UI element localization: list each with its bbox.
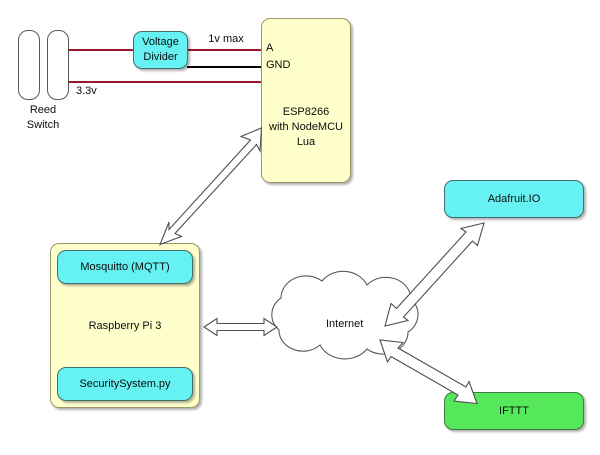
arrow-esp8266-to-raspberry-pi	[159, 127, 263, 246]
adafruit-io-label: Adafruit.IO	[487, 192, 541, 205]
wire-divider-to-esp-a	[187, 49, 262, 51]
esp8266-pin-gnd-label: GND	[266, 59, 291, 71]
arrow-internet-to-adafruit-io	[384, 222, 485, 327]
adafruit-io-node[interactable]: Adafruit.IO	[444, 180, 584, 218]
wire-reed-to-esp-3v3	[69, 81, 262, 83]
voltage-divider-label: Voltage Divider	[142, 36, 179, 63]
security-system-py-node[interactable]: SecuritySystem.py	[57, 367, 193, 401]
wire-label-1v-max: 1v max	[208, 33, 244, 45]
esp8266-node[interactable]: ESP8266 with NodeMCU Lua	[261, 18, 351, 183]
reed-switch-label: Reed Switch	[26, 104, 60, 131]
security-system-py-label: SecuritySystem.py	[79, 377, 171, 390]
wire-label-3v3: 3.3v	[76, 85, 97, 97]
mosquitto-label: Mosquitto (MQTT)	[80, 260, 170, 273]
mosquitto-node[interactable]: Mosquitto (MQTT)	[57, 250, 193, 284]
wire-divider-to-esp-gnd	[187, 66, 262, 68]
reed-switch-blade-right	[47, 30, 69, 100]
ifttt-label: IFTTT	[499, 404, 529, 417]
esp8266-pin-a-label: A	[266, 42, 274, 54]
voltage-divider-node[interactable]: Voltage Divider	[133, 31, 188, 69]
ifttt-node[interactable]: IFTTT	[444, 392, 584, 430]
internet-label: Internet	[326, 318, 364, 330]
wire-reed-to-divider	[69, 49, 134, 51]
internet-cloud-shape	[271, 270, 419, 360]
reed-switch-blade-left	[18, 30, 40, 100]
arrow-raspberry-pi-to-internet	[202, 317, 279, 337]
raspberry-pi-label: Raspberry Pi 3	[88, 320, 162, 332]
esp8266-label: ESP8266 with NodeMCU Lua	[269, 106, 343, 148]
